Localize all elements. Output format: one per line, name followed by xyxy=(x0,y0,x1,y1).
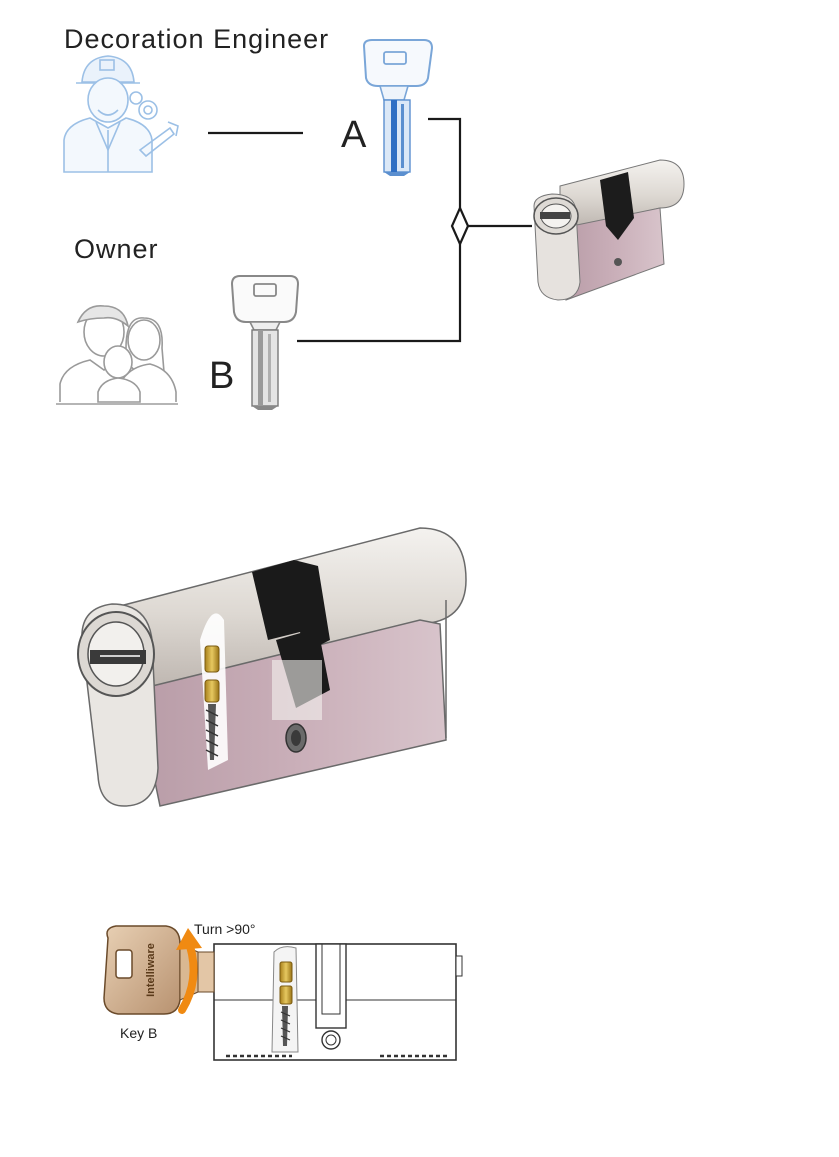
bottom-cylinder-icon xyxy=(213,943,463,1061)
family-icon xyxy=(56,305,178,405)
key-a-letter: A xyxy=(341,114,367,156)
key-brand-text: Intelliware xyxy=(145,943,157,997)
junction-diamond xyxy=(450,205,470,247)
turn-arrow-icon xyxy=(176,928,202,1014)
key-merge-line xyxy=(297,117,462,343)
large-cylinder-icon xyxy=(77,527,467,807)
key-b-label: Key B xyxy=(120,1025,158,1041)
engineer-icon xyxy=(63,55,179,173)
turn-label: Turn >90° xyxy=(194,921,256,937)
key-b-letter: B xyxy=(209,355,235,397)
small-cylinder-icon xyxy=(533,159,685,301)
engineer-label: Decoration Engineer xyxy=(64,24,330,54)
owner-label: Owner xyxy=(74,234,159,264)
key-a-icon xyxy=(362,39,434,176)
connector-lines xyxy=(208,117,532,343)
key-b-icon xyxy=(230,275,300,410)
